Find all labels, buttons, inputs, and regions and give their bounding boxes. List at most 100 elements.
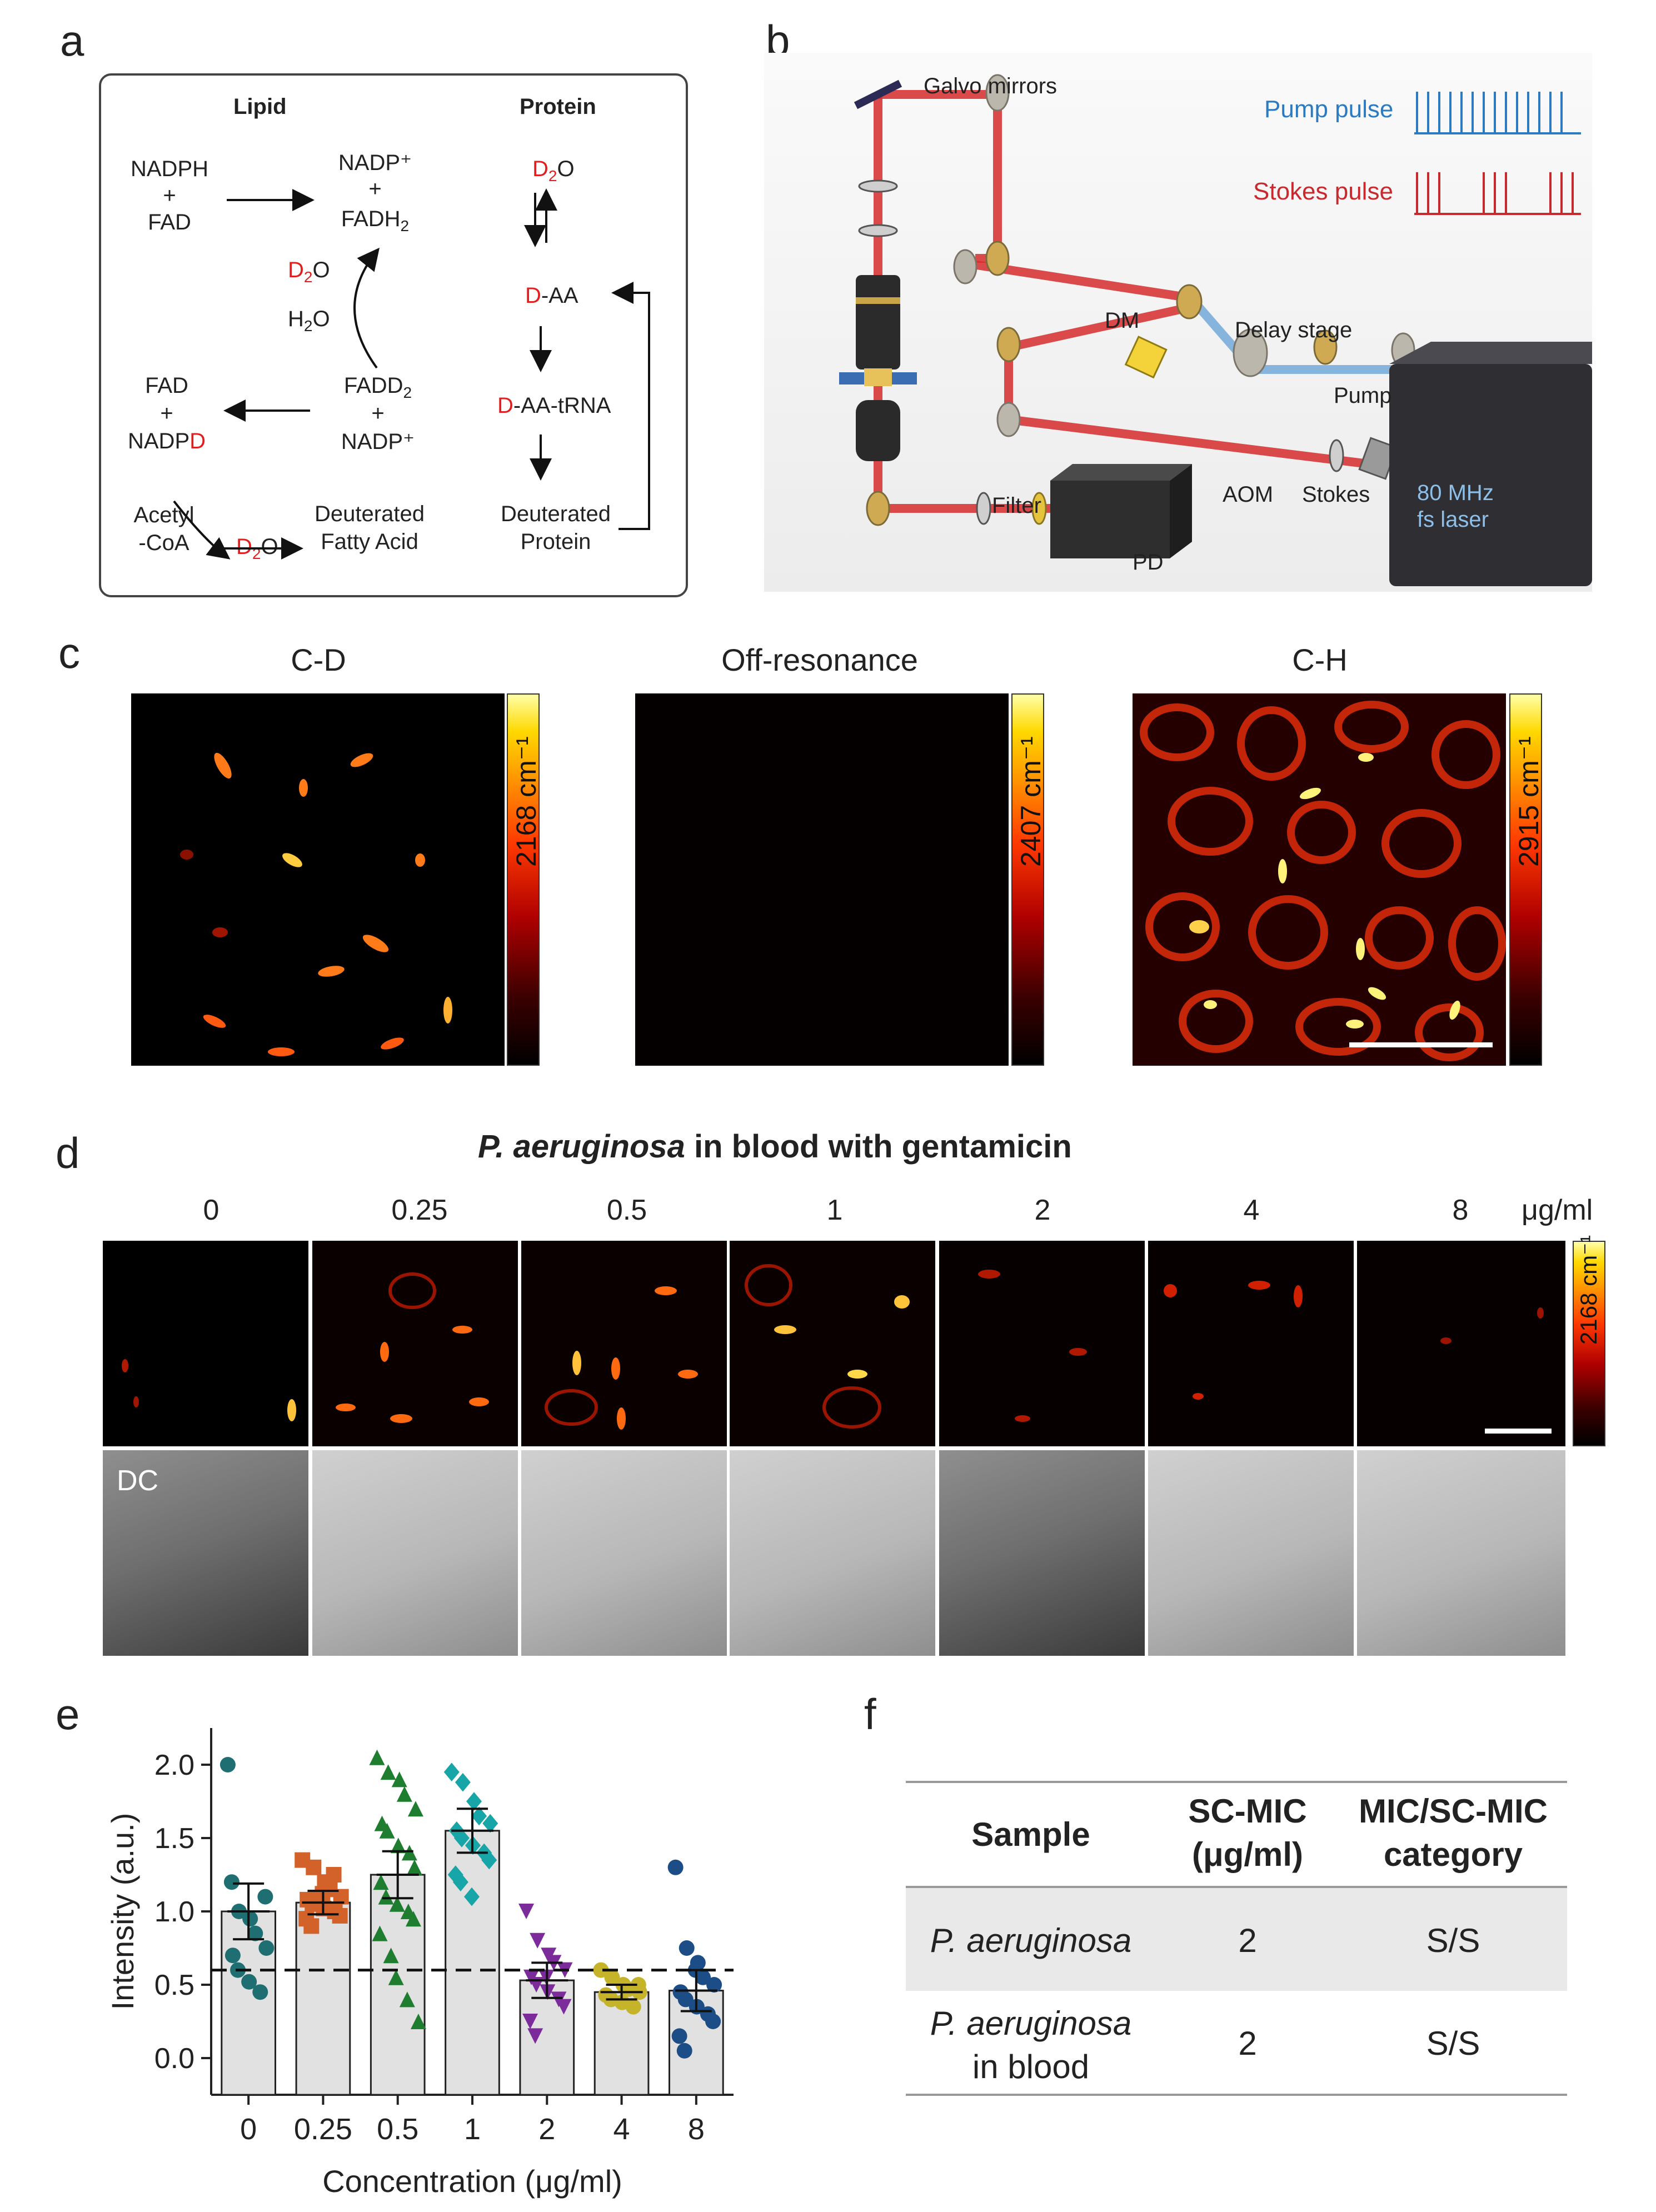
off-resonance-image bbox=[635, 693, 1009, 1066]
fadd2-label: FADD2 bbox=[343, 373, 412, 401]
x-tick-label: 4 bbox=[613, 2113, 630, 2146]
nadph-label: NADPH bbox=[130, 157, 209, 181]
data-point bbox=[399, 1991, 415, 2008]
laser-label-2: fs laser bbox=[1417, 507, 1489, 532]
data-point bbox=[518, 1904, 535, 1919]
data-point bbox=[625, 1999, 641, 2015]
ch-image-cells bbox=[1140, 701, 1506, 1061]
d-srs-0-25 bbox=[312, 1241, 518, 1446]
d-srs-0 bbox=[103, 1241, 308, 1446]
data-point bbox=[527, 2028, 543, 2044]
d-srs-2 bbox=[939, 1241, 1145, 1446]
d-dc-0-5 bbox=[521, 1450, 727, 1656]
d-unit: μg/ml bbox=[1522, 1194, 1593, 1226]
pathway-diagram bbox=[99, 73, 688, 597]
data-point bbox=[676, 2043, 692, 2059]
coa-label: -CoA bbox=[138, 531, 189, 555]
galvo-mirrors-label: Galvo mirrors bbox=[924, 74, 1058, 98]
off-resonance-colorbar-label: 2407 cm⁻¹ bbox=[1015, 736, 1046, 867]
data-point bbox=[679, 1940, 695, 1956]
panel-label-f: f bbox=[864, 1690, 876, 1739]
c-title-off-resonance: Off-resonance bbox=[721, 642, 918, 677]
d-conc-1: 1 bbox=[826, 1194, 843, 1226]
deuterated-protein-label: Deuterated bbox=[501, 502, 611, 526]
d-conc-4: 4 bbox=[1243, 1194, 1260, 1226]
sc-mic-table: Sample SC-MIC (μg/ml) MIC/SC-MIC categor… bbox=[906, 1781, 1567, 2096]
data-point bbox=[390, 1837, 406, 1854]
data-point bbox=[247, 1925, 263, 1941]
d-srs-4 bbox=[1148, 1241, 1354, 1446]
d2o-protein-label: D2O bbox=[532, 157, 575, 184]
filter-label: Filter bbox=[992, 493, 1041, 518]
data-point bbox=[306, 1859, 322, 1875]
off-resonance-colorbar bbox=[1011, 693, 1044, 1066]
data-point bbox=[466, 1792, 482, 1811]
x-tick-label: 0.5 bbox=[377, 2113, 418, 2146]
data-point bbox=[705, 2014, 721, 2029]
data-point bbox=[396, 1786, 412, 1802]
plus-sign: + bbox=[160, 401, 173, 426]
data-point bbox=[252, 1984, 268, 2000]
c-title-ch: C-H bbox=[1292, 642, 1348, 677]
data-point bbox=[706, 1977, 722, 1993]
row1-mic: 2 bbox=[1238, 1922, 1257, 1959]
pd-label: PD bbox=[1133, 550, 1164, 575]
d-srs-0-5 bbox=[521, 1241, 727, 1446]
x-tick-label: 0 bbox=[240, 2113, 257, 2146]
stokes-pulse-label: Stokes pulse bbox=[1253, 178, 1393, 205]
plus-sign: + bbox=[371, 401, 385, 426]
data-point bbox=[225, 1948, 241, 1964]
row1-sample: P. aeruginosa bbox=[930, 1922, 1132, 1959]
d-dc-0-25 bbox=[312, 1450, 518, 1656]
d-srs-8 bbox=[1357, 1241, 1565, 1446]
dc-label: DC bbox=[117, 1465, 159, 1497]
x-tick-label: 1 bbox=[464, 2113, 481, 2146]
d-conc-2: 2 bbox=[1034, 1194, 1051, 1226]
bar bbox=[295, 1901, 351, 2096]
fatty-acid-label: Fatty Acid bbox=[321, 530, 418, 554]
data-point bbox=[410, 2014, 426, 2029]
data-point bbox=[223, 1874, 240, 1890]
delay-stage-label: Delay stage bbox=[1235, 318, 1353, 342]
panel-label-a: a bbox=[60, 16, 84, 65]
data-point bbox=[447, 1865, 463, 1884]
data-point bbox=[378, 1889, 394, 1905]
d-conc-8: 8 bbox=[1452, 1194, 1469, 1226]
cd-colorbar-label: 2168 cm⁻¹ bbox=[511, 736, 542, 867]
protein-header: Protein bbox=[520, 94, 596, 119]
data-point bbox=[443, 1762, 460, 1781]
data-point bbox=[372, 1925, 388, 1941]
fad-label: FAD bbox=[148, 210, 191, 234]
c-title-cd: C-D bbox=[291, 642, 346, 677]
pump-label: Pump bbox=[1334, 383, 1392, 408]
optical-setup-illustration bbox=[839, 74, 1592, 586]
data-point bbox=[671, 2028, 687, 2044]
fad-label-2: FAD bbox=[145, 373, 188, 398]
data-point bbox=[241, 1974, 257, 1990]
pump-pulse-label: Pump pulse bbox=[1264, 96, 1394, 123]
data-point bbox=[630, 1977, 646, 1993]
data-point bbox=[593, 1962, 609, 1978]
data-point bbox=[242, 1911, 258, 1927]
panel-label-c: c bbox=[58, 628, 80, 677]
nadp-plus-label: NADP⁺ bbox=[338, 151, 412, 175]
ch-colorbar-label: 2915 cm⁻¹ bbox=[1513, 736, 1544, 867]
row2-category: S/S bbox=[1426, 2025, 1480, 2062]
header-sample: Sample bbox=[971, 1816, 1090, 1853]
plus-sign: + bbox=[163, 183, 176, 208]
y-tick-label: 0.0 bbox=[154, 2043, 194, 2075]
header-sc-mic: SC-MIC (μg/ml) bbox=[1188, 1792, 1307, 1873]
data-point bbox=[380, 1764, 396, 1780]
data-point bbox=[667, 1859, 684, 1875]
data-point bbox=[522, 2014, 538, 2029]
d-srs-1 bbox=[730, 1241, 935, 1446]
table-row: P. aeruginosa 2 S/S bbox=[906, 1888, 1567, 1991]
plus-sign: + bbox=[368, 177, 382, 201]
cd-colorbar bbox=[507, 693, 540, 1066]
protein-label: Protein bbox=[520, 530, 591, 554]
d-title: P. aeruginosa in blood with gentamicin bbox=[478, 1129, 1072, 1165]
nadp-plus-label-2: NADP⁺ bbox=[341, 430, 415, 454]
ch-colorbar bbox=[1509, 693, 1542, 1066]
